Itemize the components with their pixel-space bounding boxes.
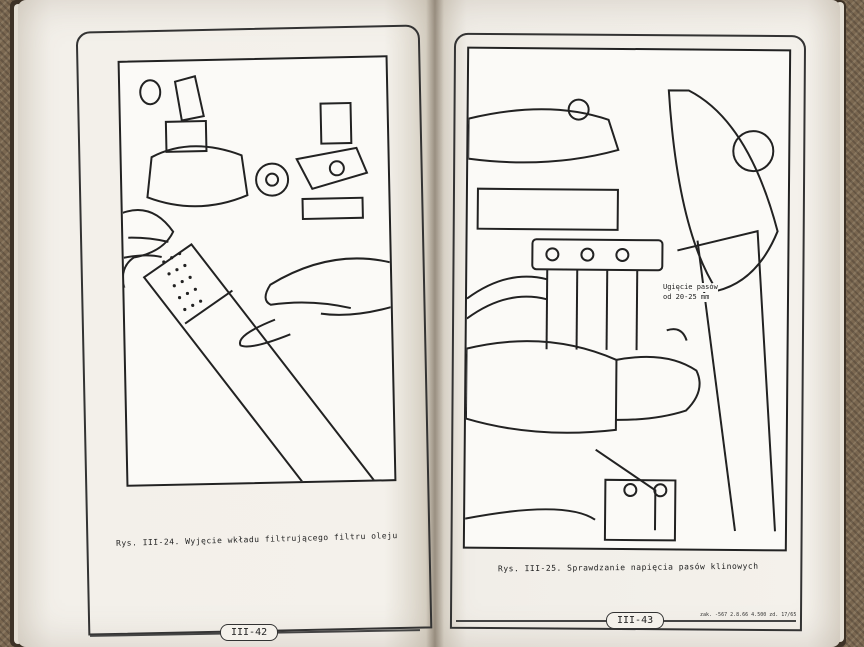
oil-filter-drawing — [121, 75, 395, 485]
belt-deflection-label-line2: od 20-25 mm — [663, 293, 710, 302]
belt-deflection-label-line1: Ugięcie pasów — [663, 283, 718, 292]
left-page-number: III-42 — [220, 624, 279, 641]
printer-note: zak. -567 2.8.66 4.500 zd. 17/65 — [700, 612, 797, 618]
belt-tension-drawing — [464, 89, 779, 542]
belt-tension-illustration — [462, 46, 792, 552]
page-stack-right — [836, 2, 844, 642]
book-gutter — [426, 0, 444, 647]
right-page-number: III-43 — [606, 612, 665, 629]
oil-filter-illustration — [117, 55, 397, 487]
